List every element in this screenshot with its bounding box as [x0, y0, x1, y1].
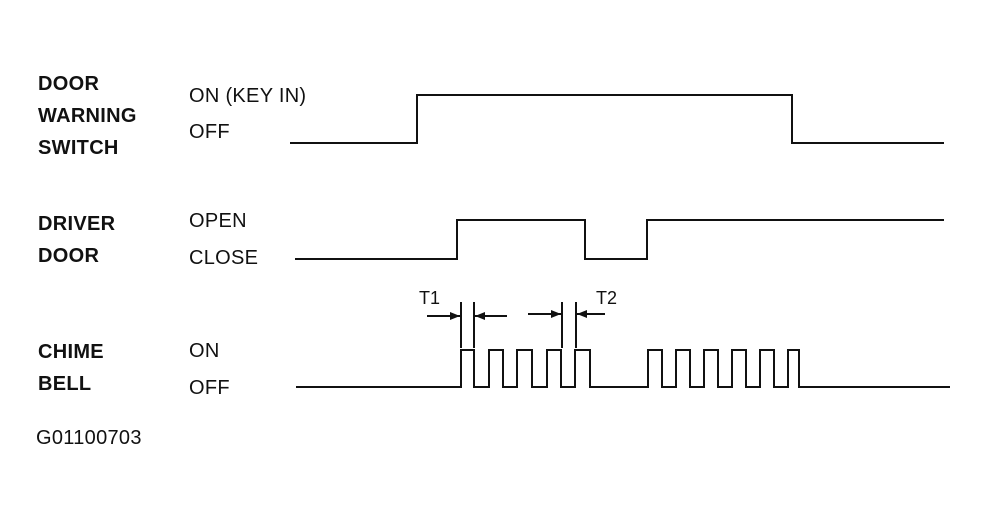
label-line-1: DOOR [38, 73, 100, 95]
label-line-3: SWITCH [38, 137, 119, 159]
label-line-2: DOOR [38, 245, 100, 267]
driver-door-label: DRIVER DOOR [38, 208, 115, 272]
door-warning-waveform [290, 94, 944, 144]
figure-id: G01100703 [36, 427, 142, 449]
driver-door-open-state: OPEN [189, 210, 247, 232]
chime-bell-label: CHIME BELL [38, 336, 104, 400]
label-line-2: WARNING [38, 105, 137, 127]
chime-bell-off-state: OFF [189, 377, 230, 399]
label-line-1: CHIME [38, 341, 104, 363]
driver-door-close-state: CLOSE [189, 247, 259, 269]
label-line-1: DRIVER [38, 213, 116, 235]
door-warning-switch-label: DOOR WARNING SWITCH [38, 68, 137, 164]
chime-bell-waveform [296, 349, 950, 388]
t1-label: T1 [419, 288, 440, 308]
driver-door-waveform [295, 219, 944, 260]
door-warning-on-state: ON (KEY IN) [189, 85, 307, 107]
chime-bell-on-state: ON [189, 340, 220, 362]
door-warning-off-state: OFF [189, 121, 230, 143]
label-line-2: BELL [38, 373, 92, 395]
t2-label: T2 [596, 288, 617, 308]
